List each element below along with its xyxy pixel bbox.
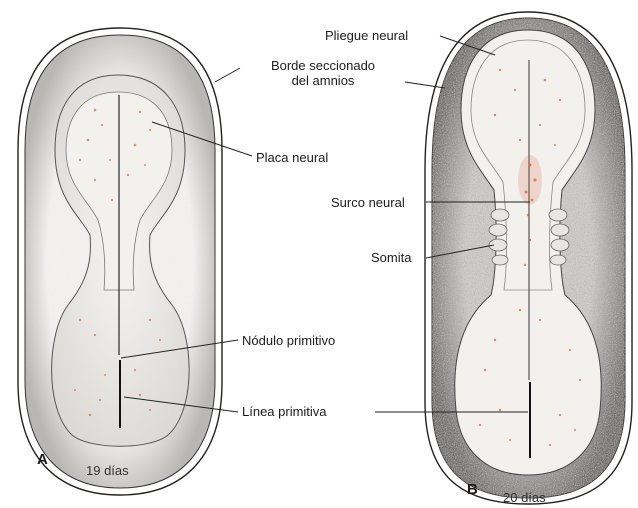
label-amnion-edge-line1: Borde seccionado <box>244 58 402 73</box>
leader-amnion-a <box>215 68 240 82</box>
label-neural-fold: Pliegue neural <box>325 28 408 43</box>
embryo-b <box>425 12 635 507</box>
label-primitive-streak: Línea primitiva <box>242 404 327 419</box>
label-primitive-node: Nódulo primitivo <box>242 333 335 348</box>
embryo-a <box>18 28 228 498</box>
neural-groove-highlight-b <box>518 155 542 205</box>
days-label-b: 20 días <box>503 490 546 505</box>
label-amnion-edge-line2: del amnios <box>244 73 402 88</box>
days-label-a: 19 días <box>86 463 129 478</box>
label-neural-groove: Surco neural <box>331 195 405 210</box>
label-neural-plate: Placa neural <box>256 150 328 165</box>
label-somite: Somita <box>371 250 411 265</box>
panel-letter-a: A <box>37 452 48 467</box>
panel-letter-b: B <box>467 482 478 497</box>
label-amnion-edge: Borde seccionado del amnios <box>244 58 402 88</box>
